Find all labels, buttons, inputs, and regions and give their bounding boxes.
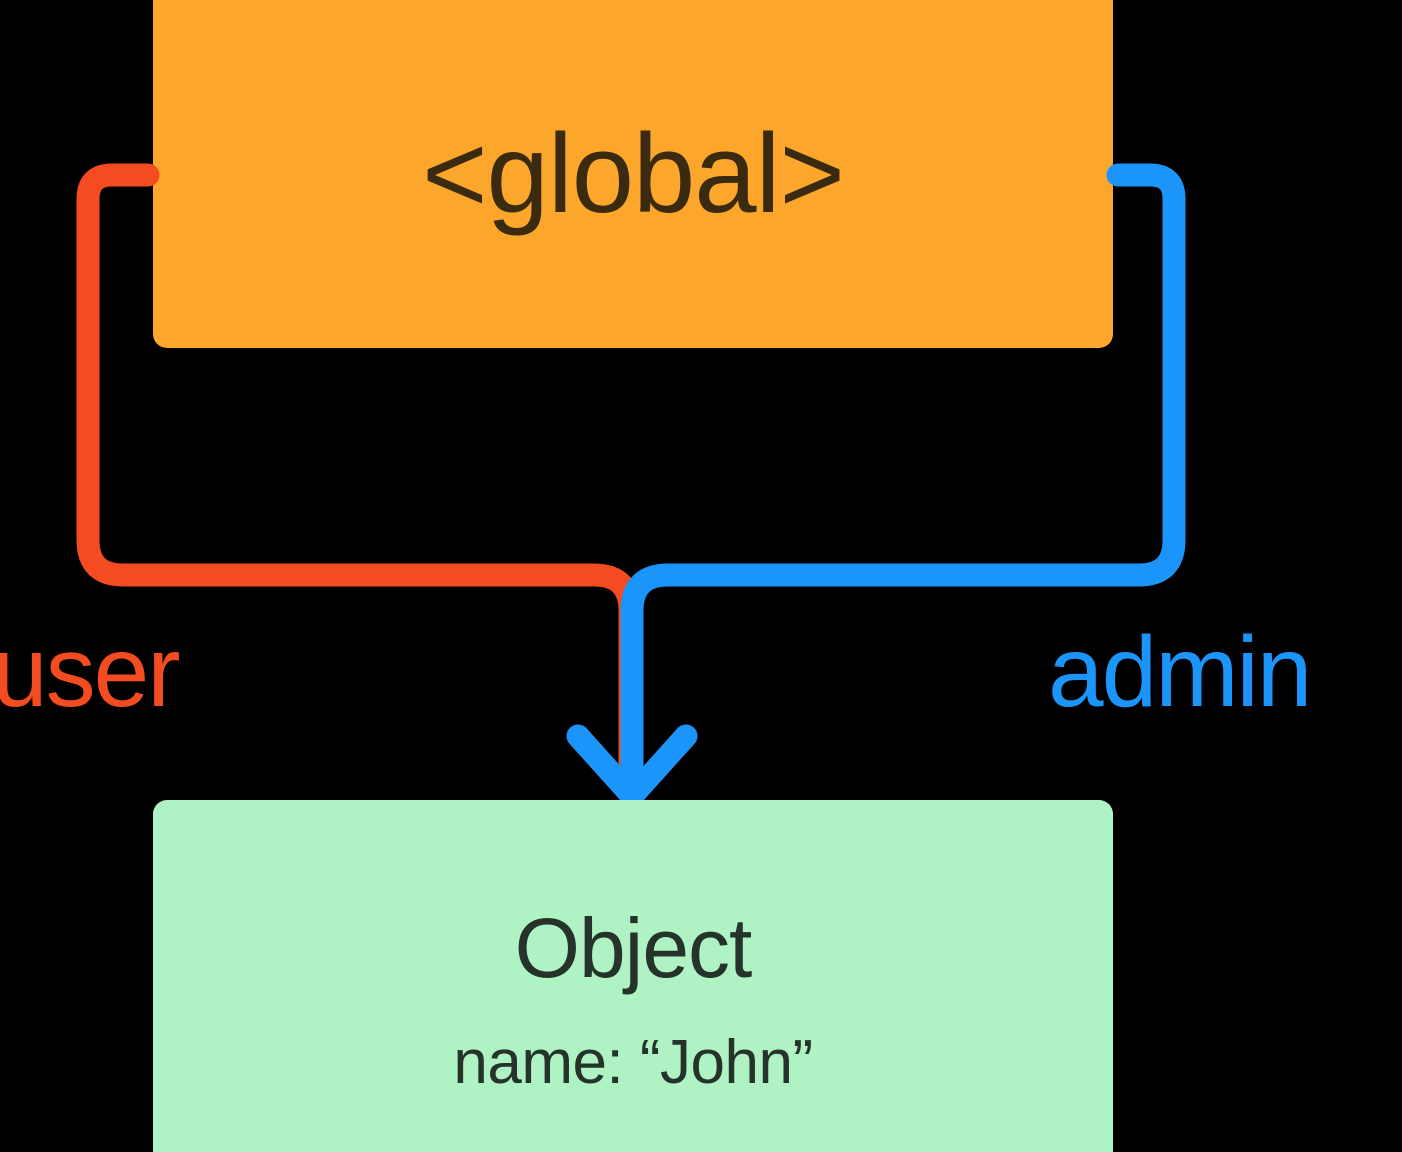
object-node-property: name: “John” [453, 1028, 813, 1097]
edge-label-user: user [0, 616, 181, 728]
object-node-title: Object [514, 901, 753, 995]
arrowhead-icon [566, 724, 698, 808]
global-node-label: <global> [422, 111, 845, 236]
edge-label-admin: admin [1048, 616, 1312, 728]
object-node[interactable]: Object name: “John” [153, 800, 1113, 1152]
global-scope-node[interactable]: <global> [153, 0, 1113, 348]
